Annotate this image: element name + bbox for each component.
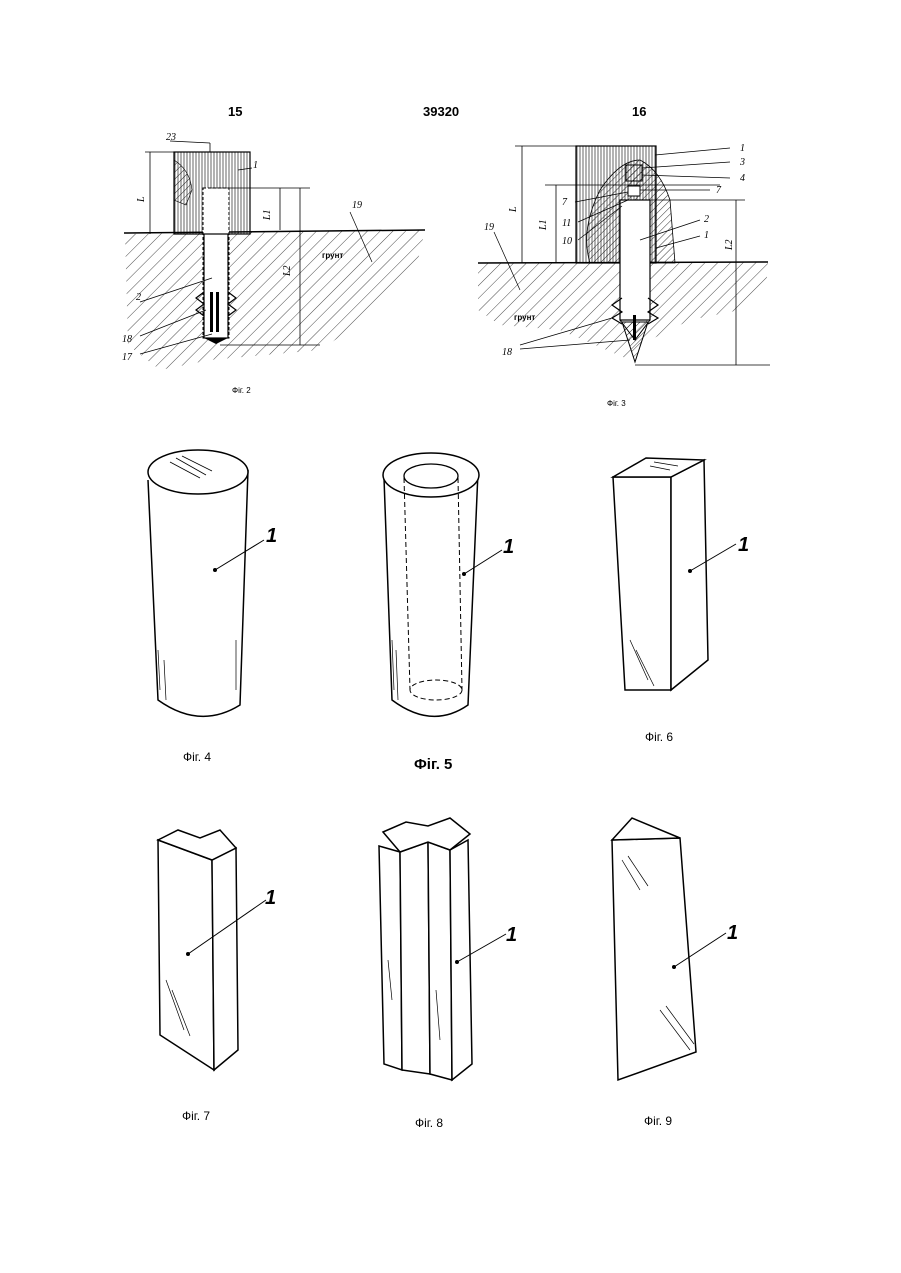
fig6-caption: Фіг. 6 — [645, 730, 673, 744]
fig3-ref-7-left: 7 — [562, 197, 568, 208]
fig2-soil-label: грунт — [322, 251, 343, 260]
fig2-ref-2: 2 — [136, 292, 141, 303]
fig3-ref-19: 19 — [484, 222, 494, 233]
fig5-tube: 1 — [383, 453, 514, 716]
fig7-ref-1: 1 — [265, 887, 276, 909]
fig3-ref-18: 18 — [502, 347, 512, 358]
fig4-ref-1: 1 — [266, 525, 277, 547]
fig3-caption: Фіг. 3 — [607, 399, 626, 408]
profiles-drawing: 1 1 1 1 — [0, 420, 901, 1180]
fig2-dim-L2: L2 — [282, 265, 293, 277]
figure-2-drawing: 23 1 19 2 18 17 грунт L L1 L2 1 3 4 7 7 … — [0, 0, 901, 420]
fig3-soil-label: грунт — [514, 313, 535, 322]
fig3-ref-11: 11 — [562, 218, 571, 229]
fig3-ref-1-lower: 1 — [704, 230, 709, 241]
fig2-ref-23: 23 — [166, 132, 176, 143]
fig3-dim-L1: L1 — [538, 219, 549, 231]
fig2-dim-L1: L1 — [262, 209, 273, 221]
fig9-caption: Фіг. 9 — [644, 1114, 672, 1128]
fig3-dim-L: L — [508, 206, 519, 213]
fig2-ref-19: 19 — [352, 200, 362, 211]
fig6-ref-1: 1 — [738, 534, 749, 556]
figures-4-to-9: 1 1 1 1 — [0, 420, 901, 1180]
fig9-ref-1: 1 — [727, 922, 738, 944]
figure-2: 23 1 19 2 18 17 грунт L L1 L2 1 3 4 7 7 … — [0, 0, 901, 420]
fig3-ref-2: 2 — [704, 214, 709, 225]
fig3-ref-4: 4 — [740, 173, 745, 184]
fig3-dim-L2: L2 — [724, 239, 735, 251]
fig8-caption: Фіг. 8 — [415, 1116, 443, 1130]
fig4-caption: Фіг. 4 — [183, 750, 211, 764]
fig6-prism: 1 — [613, 458, 749, 690]
fig2-ref-18: 18 — [122, 334, 132, 345]
fig3-ref-10: 10 — [562, 236, 572, 247]
fig9-triangular-prism: 1 — [612, 818, 738, 1080]
fig2-ref-1: 1 — [253, 160, 258, 171]
fig2-caption: Фіг. 2 — [232, 386, 251, 395]
fig3-ref-1-top: 1 — [740, 143, 745, 154]
fig2-ref-17: 17 — [122, 352, 133, 363]
fig3-ref-3: 3 — [739, 157, 745, 168]
fig3-ref-7-right: 7 — [716, 185, 722, 196]
fig7-caption: Фіг. 7 — [182, 1109, 210, 1123]
fig8-ref-1: 1 — [506, 924, 517, 946]
fig2-dim-L: L — [136, 196, 147, 203]
fig4-cylinder: 1 — [148, 450, 277, 716]
fig8-cross-profile: 1 — [379, 818, 517, 1080]
fig5-ref-1: 1 — [503, 536, 514, 558]
fig7-t-profile: 1 — [158, 830, 276, 1070]
fig5-caption: Фіг. 5 — [414, 756, 452, 773]
